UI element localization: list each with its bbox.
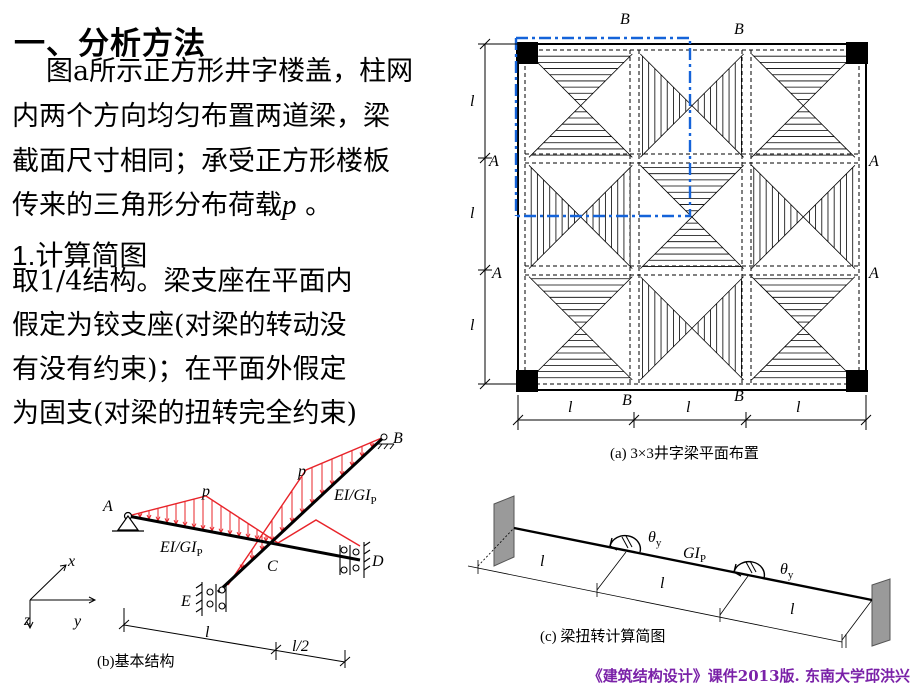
- label-a-2: A: [491, 265, 502, 282]
- body-line-1: 取1/4结构。梁支座在平面内: [12, 266, 353, 297]
- column-bl: [516, 370, 538, 392]
- label-b-4: B: [734, 388, 744, 405]
- figure-b-caption: (b)基本结构: [97, 653, 175, 670]
- figure-c-torsion-diagram: θy θy GIP l l l (c) 梁扭转计算简图: [467, 495, 891, 648]
- stiffness-1: EI/GIP: [159, 539, 203, 559]
- dim-l-4: l: [568, 399, 573, 416]
- dim-l-3: l: [470, 317, 475, 334]
- dim-half-l: l/2: [292, 638, 309, 655]
- body-line-3: 有没有约束)；在平面外假定: [12, 354, 347, 385]
- column-tr: [846, 42, 868, 64]
- axis-y: y: [72, 613, 82, 630]
- dim-l-5: l: [686, 399, 691, 416]
- body-line-2: 假定为铰支座(对梁的转动没: [12, 310, 347, 341]
- node-e: E: [180, 593, 191, 610]
- axis-z: z: [23, 612, 31, 629]
- stiffness-2: EI/GIP: [333, 487, 377, 507]
- paragraph-line-1: 图a所示正方形井字楼盖，柱网: [46, 56, 414, 87]
- figure-b-basic-structure: x y z l l/2 A B C D E p p EI/GIP EI/GIP …: [23, 430, 403, 670]
- theta-1: θy: [648, 529, 662, 549]
- theta-2: θy: [780, 561, 794, 581]
- figure-c-caption: (c) 梁扭转计算简图: [540, 627, 665, 645]
- node-c: C: [267, 558, 278, 575]
- right-wall: [871, 578, 891, 647]
- figure-a-plan: l l l l l l B B B B A A A A (a) 3×3井字梁平面…: [470, 11, 879, 462]
- beam-ac-cd: [127, 514, 361, 562]
- figure-a-caption: (a) 3×3井字梁平面布置: [610, 445, 759, 462]
- label-b-1: B: [620, 11, 630, 28]
- label-b-2: B: [734, 21, 744, 38]
- course-footer: 《建筑结构设计》课件2013版. 东南大学邱洪兴: [587, 667, 910, 685]
- span-l-3: l: [790, 601, 795, 618]
- label-a-1: A: [488, 153, 499, 170]
- node-a: A: [102, 498, 113, 515]
- dim-l: l: [205, 624, 210, 641]
- load-p-2: p: [297, 463, 306, 480]
- paragraph-line-4: 传来的三角形分布荷载p 。: [12, 189, 333, 221]
- node-d: D: [371, 553, 384, 570]
- gi-label: GIP: [683, 545, 706, 565]
- paragraph-line-2: 内两个方向均匀布置两道梁，梁: [12, 101, 390, 132]
- label-b-3: B: [622, 392, 632, 409]
- quarter-structure-boundary: [516, 36, 692, 218]
- dim-l-2: l: [470, 205, 475, 222]
- subheading: 1.计算简图: [12, 240, 148, 271]
- dim-l-6: l: [796, 399, 801, 416]
- column-tl: [516, 42, 538, 64]
- label-a-4: A: [868, 265, 879, 282]
- left-wall: [493, 495, 515, 567]
- node-b: B: [393, 430, 403, 447]
- beam: [513, 526, 873, 602]
- section-heading: 一、分析方法: [14, 26, 206, 62]
- axis-x: x: [67, 553, 75, 570]
- beam-ec-cb: [216, 435, 386, 594]
- span-l-1: l: [540, 553, 545, 570]
- load-p-1: p: [201, 483, 210, 500]
- span-l-2: l: [660, 575, 665, 592]
- dim-l-1: l: [470, 93, 475, 110]
- column-br: [846, 370, 868, 392]
- label-a-3: A: [868, 153, 879, 170]
- body-line-4: 为固支(对梁的扭转完全约束): [12, 398, 358, 429]
- paragraph-line-3: 截面尺寸相同；承受正方形楼板: [12, 146, 390, 177]
